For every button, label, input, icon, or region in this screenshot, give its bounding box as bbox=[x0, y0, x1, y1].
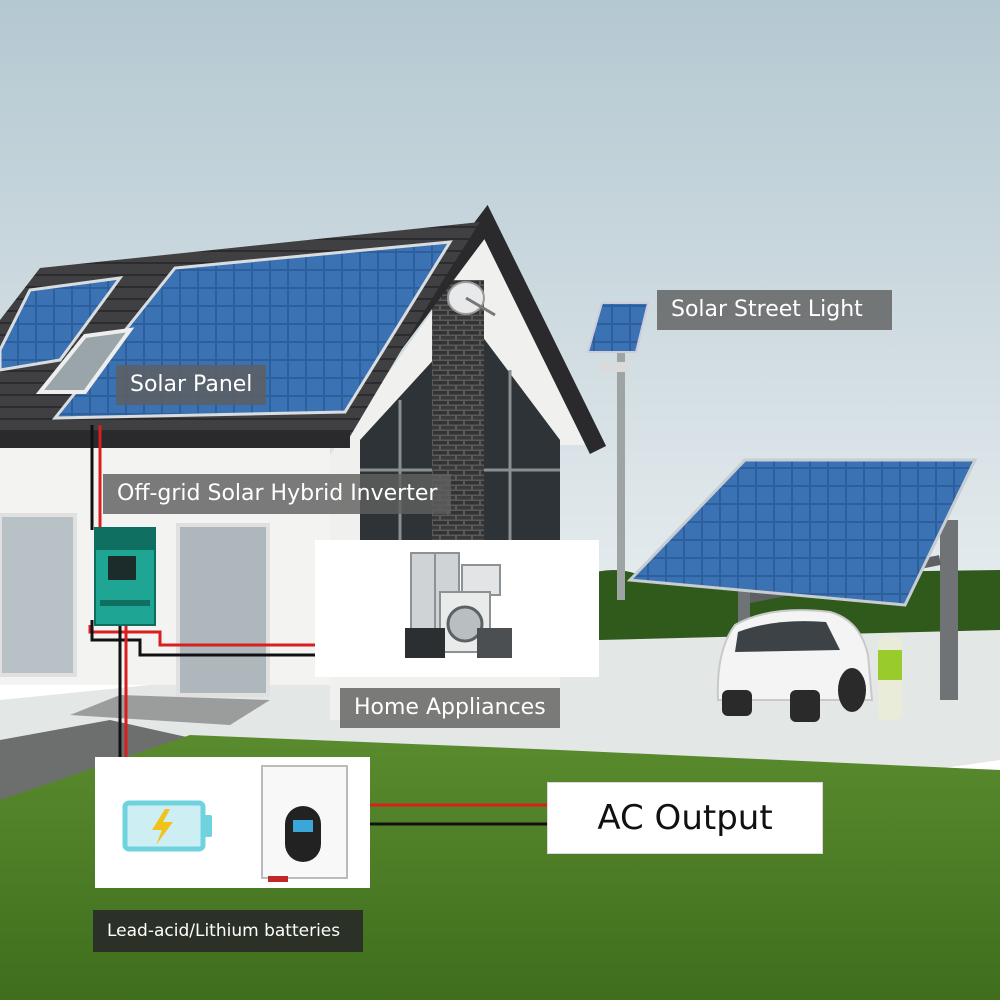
label-solar-panel: Solar Panel bbox=[116, 365, 267, 405]
satellite-dish bbox=[447, 281, 496, 317]
label-home-appliances: Home Appliances bbox=[340, 688, 560, 728]
lithium-battery-unit bbox=[261, 765, 348, 882]
skylight bbox=[35, 327, 135, 394]
label-solar-street-light: Solar Street Light bbox=[657, 290, 892, 330]
front-window-left bbox=[0, 513, 77, 677]
wire-red-inverter-down bbox=[88, 625, 315, 647]
label-ac-output: AC Output bbox=[547, 782, 823, 854]
inverter-unit bbox=[94, 527, 156, 626]
eave bbox=[0, 432, 350, 448]
appliances-illustration bbox=[405, 552, 512, 658]
ev-charger bbox=[878, 636, 902, 720]
front-door bbox=[176, 523, 270, 697]
carport-solar-array bbox=[626, 458, 978, 700]
electric-car bbox=[716, 609, 874, 722]
solar-street-light bbox=[586, 302, 650, 600]
label-batteries: Lead-acid/Lithium batteries bbox=[93, 910, 363, 952]
battery-icon bbox=[122, 800, 212, 852]
label-inverter: Off-grid Solar Hybrid Inverter bbox=[103, 474, 452, 514]
roof-solar-panel-left bbox=[0, 276, 124, 372]
wire-black-inverter-down bbox=[90, 620, 315, 657]
wiring bbox=[88, 425, 548, 826]
